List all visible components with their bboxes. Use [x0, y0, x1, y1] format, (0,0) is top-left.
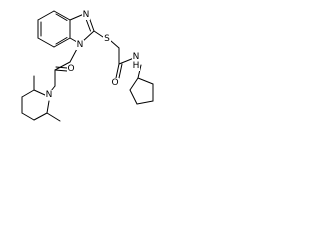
- double-bond: [55, 66, 68, 69]
- bond: [53, 37, 71, 48]
- atom-h-amide: H: [133, 61, 140, 71]
- bond: [21, 112, 35, 121]
- methyl-bond: [46, 112, 61, 122]
- atom-sulfur: S: [104, 34, 110, 44]
- bond: [53, 10, 71, 21]
- double-bond-inner: [55, 37, 68, 45]
- atom-n-amide: N: [133, 52, 140, 62]
- piperidine-ring: [21, 75, 61, 122]
- benzene-ring: [37, 10, 71, 48]
- double-bond: [118, 63, 123, 79]
- bond: [69, 37, 78, 43]
- atom-oxygen-amide: O: [111, 78, 118, 88]
- bond: [137, 64, 142, 79]
- bond: [137, 77, 154, 85]
- bond: [37, 37, 55, 48]
- bond: [69, 13, 85, 21]
- atom-labels: N N S O N O N H: [45, 10, 140, 100]
- bond: [118, 57, 135, 65]
- bond: [46, 100, 50, 114]
- cyclopentyl-ring: [129, 64, 154, 105]
- atom-oxygen-ketone: O: [67, 64, 74, 74]
- bond: [54, 61, 71, 71]
- bond: [129, 77, 139, 91]
- bond: [129, 89, 138, 105]
- atom-n1-benzimidazole: N: [77, 40, 84, 50]
- atom-n-imidazole: N: [83, 10, 90, 20]
- bond: [33, 112, 48, 121]
- thioether-amide-chain: [93, 30, 135, 79]
- molecule-structure: N N S O N O N H: [21, 10, 154, 122]
- atom-n-piperidine: N: [46, 90, 53, 100]
- bond: [110, 40, 120, 49]
- double-bond-inner: [85, 18, 91, 32]
- bond: [33, 89, 46, 96]
- bond: [93, 30, 104, 38]
- bond: [136, 100, 154, 105]
- double-bond-inner: [55, 13, 68, 21]
- bond: [21, 89, 35, 98]
- double-bond: [54, 69, 68, 72]
- double-bond: [115, 63, 120, 79]
- bond: [37, 10, 55, 21]
